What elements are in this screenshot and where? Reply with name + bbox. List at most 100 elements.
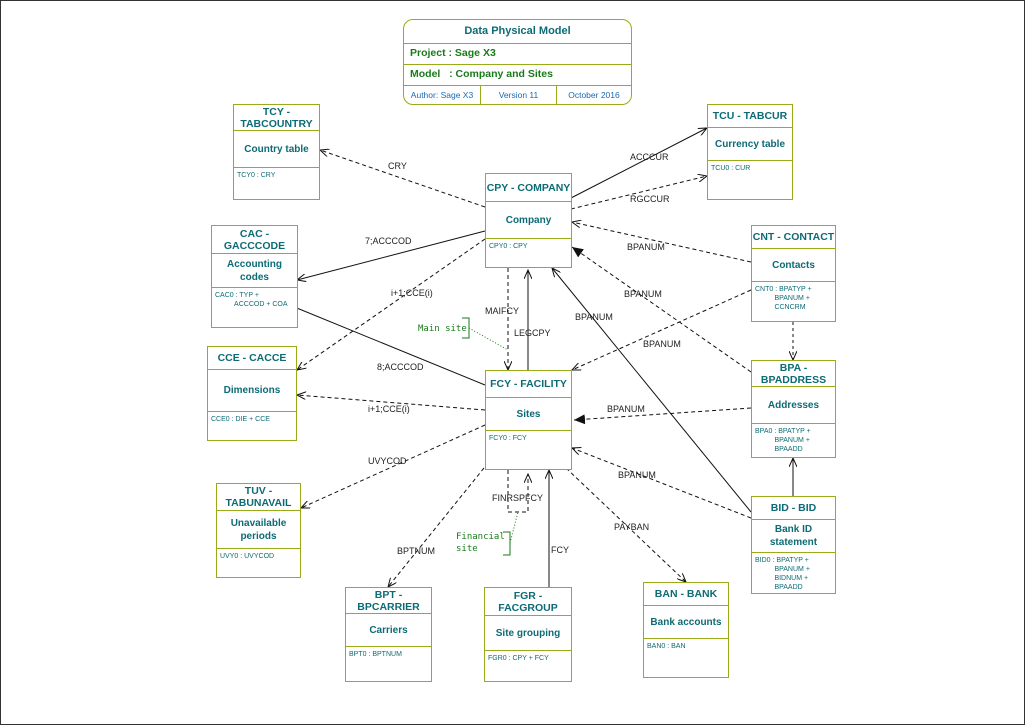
table-key: FCY0 : FCY [489, 435, 527, 442]
link-cpy-tcu-rgccur [570, 176, 707, 210]
table-key: CPY0 : CPY [489, 243, 528, 250]
table-description: Carriers [346, 614, 431, 647]
link-label-legcpy: LEGCPY [514, 328, 551, 338]
table-key: FGR0 : CPY + FCY [488, 655, 549, 662]
link-bpa-fcy [573, 407, 752, 425]
table-description: Sites [486, 398, 571, 431]
link-label-maifcy: MAIFCY [485, 306, 520, 316]
table-fcy[interactable]: FCY - FACILITY Sites FCY0 : FCY [485, 370, 572, 470]
table-description: Unavailable periods [217, 511, 300, 549]
table-key: BAN0 : BAN [647, 643, 686, 650]
link-fcy-bpt [388, 467, 485, 587]
table-header: BAN - BANK [644, 583, 728, 606]
main-site-connector [468, 327, 509, 351]
table-description: Dimensions [208, 370, 296, 412]
link-label-acccod-8: 8;ACCCOD [377, 362, 424, 372]
table-header: TUV - TABUNAVAIL [217, 484, 300, 511]
table-description: Currency table [708, 128, 792, 161]
author: Author: Sage X3 [404, 85, 481, 105]
table-tcy[interactable]: TCY - TABCOUNTRY Country table TCY0 : CR… [233, 104, 320, 200]
table-description: Accounting codes [212, 254, 297, 288]
table-key: UVY0 : UVYCOD [220, 553, 275, 560]
table-cpy[interactable]: CPY - COMPANY Company CPY0 : CPY [485, 173, 572, 268]
table-description: Addresses [752, 387, 835, 424]
table-cce[interactable]: CCE - CACCE Dimensions CCE0 : DIE + CCE [207, 346, 297, 441]
table-key: BPA0 : BPATYP + BPANUM + BPAADD [755, 428, 811, 453]
table-bid[interactable]: BID - BID Bank ID statement BID0 : BPATY… [751, 496, 836, 594]
version: Version 11 [481, 85, 557, 105]
financial-site-brace [503, 531, 511, 556]
model-name: Model : Company and Sites [404, 64, 631, 86]
table-key: BPT0 : BPTNUM [349, 651, 402, 658]
table-header: BID - BID [752, 497, 835, 520]
link-label-bpanum-cnt-fcy: BPANUM [643, 339, 681, 349]
link-cnt-cpy [572, 222, 752, 263]
link-label-fcy: FCY [551, 545, 569, 555]
link-label-bpanum-cnt-cpy: BPANUM [627, 242, 665, 252]
table-header: CCE - CACCE [208, 347, 296, 370]
table-ban[interactable]: BAN - BANK Bank accounts BAN0 : BAN [643, 582, 729, 678]
link-cpy-tcu-acccur [570, 128, 707, 199]
table-header: BPT - BPCARRIER [346, 588, 431, 614]
date: October 2016 [568, 90, 620, 100]
table-tuv[interactable]: TUV - TABUNAVAIL Unavailable periods UVY… [216, 483, 301, 578]
link-bid-cpy [552, 268, 752, 513]
table-header: FCY - FACILITY [486, 371, 571, 398]
table-description: Bank ID statement [752, 520, 835, 553]
table-header: CAC - GACCCODE [212, 226, 297, 254]
table-header: TCU - TABCUR [708, 105, 792, 128]
model-title: Data Physical Model [404, 20, 631, 44]
table-description: Site grouping [485, 616, 571, 651]
table-header: FGR - FACGROUP [485, 588, 571, 616]
table-cac[interactable]: CAC - GACCCODE Accounting codes CAC0 : T… [211, 225, 298, 328]
table-fgr[interactable]: FGR - FACGROUP Site grouping FGR0 : CPY … [484, 587, 572, 682]
link-cpy-tcy [320, 150, 486, 208]
link-cpy-cce [297, 238, 486, 370]
link-fcy-tuv [301, 424, 486, 508]
project-name: Project : Sage X3 [404, 43, 631, 65]
title-meta: Author: Sage X3 Version 11 October 2016 [404, 85, 631, 105]
table-header: TCY - TABCOUNTRY [234, 105, 319, 131]
link-fcy-finrspfcy [507, 470, 528, 513]
link-bid-fcy [572, 448, 752, 519]
table-key: BID0 : BPATYP + BPANUM + BIDNUM + BPAADD [755, 557, 810, 591]
link-label-bpanum-bid-cpy: BPANUM [575, 312, 613, 322]
table-description: Contacts [752, 249, 835, 282]
table-header: BPA - BPADDRESS [752, 361, 835, 387]
link-label-acccur: ACCCUR [630, 152, 669, 162]
table-cnt[interactable]: CNT - CONTACT Contacts CNT0 : BPATYP + B… [751, 225, 836, 322]
table-bpa[interactable]: BPA - BPADDRESS Addresses BPA0 : BPATYP … [751, 360, 836, 458]
table-key: CNT0 : BPATYP + BPANUM + CCNCRM [755, 286, 812, 311]
link-cnt-fcy [572, 289, 752, 370]
table-key: TCU0 : CUR [711, 165, 751, 172]
link-label-bpanum-bpa-fcy: BPANUM [607, 404, 645, 414]
link-label-bpanum-bpa-cpy: BPANUM [624, 289, 662, 299]
table-key: TCY0 : CRY [237, 172, 276, 179]
link-label-cry: CRY [388, 161, 407, 171]
table-key: CAC0 : TYP + ACCCOD + COA [215, 292, 288, 308]
link-label-bptnum: BPTNUM [397, 546, 435, 556]
table-bpt[interactable]: BPT - BPCARRIER Carriers BPT0 : BPTNUM [345, 587, 432, 682]
link-label-cce-fcy: i+1;CCE(i) [368, 404, 410, 414]
link-label-bpanum-bid-fcy: BPANUM [618, 470, 656, 480]
note-main-site: Main site [418, 324, 467, 334]
link-label-rgccur: RGCCUR [630, 194, 670, 204]
link-label-uvycod: UVYCOD [368, 456, 407, 466]
link-fcy-cac [287, 304, 486, 386]
table-description: Bank accounts [644, 606, 728, 639]
link-label-cce-cpy: i+1;CCE(i) [391, 288, 433, 298]
table-header: CNT - CONTACT [752, 226, 835, 249]
link-label-acccod-7: 7;ACCCOD [365, 236, 412, 246]
title-block: Data Physical Model Project : Sage X3 Mo… [403, 19, 632, 105]
link-bpa-cpy [571, 246, 752, 373]
link-label-payban: PAYBAN [614, 522, 650, 532]
table-key: CCE0 : DIE + CCE [211, 416, 270, 423]
financial-site-connector [509, 511, 519, 544]
link-label-finrspfcy: FINRSPFCY [492, 493, 544, 503]
table-description: Country table [234, 131, 319, 168]
table-description: Company [486, 202, 571, 239]
note-financial-site: Financial site [456, 532, 505, 554]
table-tcu[interactable]: TCU - TABCUR Currency table TCU0 : CUR [707, 104, 793, 200]
